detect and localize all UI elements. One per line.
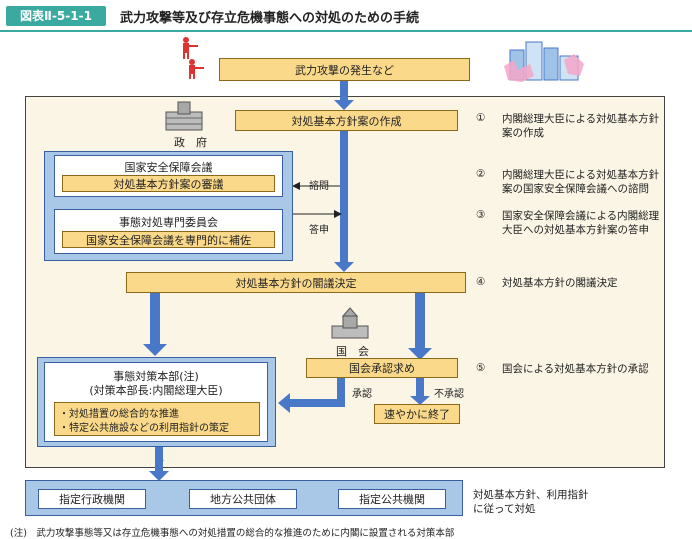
government-building-icon xyxy=(165,101,203,131)
step-1-text: 内閣総理大臣による対処基本方針 案の作成 xyxy=(502,112,676,140)
damaged-city-icon xyxy=(504,41,584,82)
cabinet-decision-label: 対処基本方針の閣議決定 xyxy=(235,276,357,290)
step-1: ① 内閣総理大臣による対処基本方針 案の作成 xyxy=(476,112,676,140)
hq-task-2: ・特定公共施設などの利用指針の策定 xyxy=(59,423,229,434)
terminate-label: 速やかに終了 xyxy=(384,408,450,421)
hq-task-box xyxy=(54,402,260,436)
hq-task-1: ・対処措置の総合的な推進 xyxy=(59,409,179,420)
diet-label: 国 会 xyxy=(336,345,369,358)
figure-tag: 図表Ⅱ-5-1-1 xyxy=(6,6,106,26)
step-5: ⑤ 国会による対処基本方針の承認 xyxy=(476,362,676,376)
org-designated-public: 指定公共機関 xyxy=(338,489,446,509)
occurrence-label: 武力攻撃の発生など xyxy=(295,63,394,77)
step-5-line1: 国会による対処基本方針の承認 xyxy=(502,363,649,375)
arrow-consult xyxy=(292,182,340,190)
nsc-title: 国家安全保障会議 xyxy=(124,161,213,174)
cabinet-decision-box: 対処基本方針の閣議決定 xyxy=(126,272,466,293)
nsc-task-box: 対処基本方針案の審議 xyxy=(62,175,275,192)
government-label: 政 府 xyxy=(174,136,207,149)
step-2-text: 内閣総理大臣による対処基本方針 案の国家安全保障会議への諮問 xyxy=(502,168,676,196)
arrow-approve-to-hq xyxy=(278,376,345,413)
consult-label: 諮問 xyxy=(309,181,329,192)
expert-title: 事態対処専門委員会 xyxy=(119,216,218,229)
report-label: 答申 xyxy=(309,225,329,236)
step-3: ③ 国家安全保障会議による内閣総理 大臣への対処基本方針案の答申 xyxy=(476,209,676,237)
step-2-line2: 案の国家安全保障会議への諮問 xyxy=(502,183,649,195)
step-4-text: 対処基本方針の閣議決定 xyxy=(502,276,676,290)
expert-task-box: 国家安全保障会議を専門的に補佐 xyxy=(62,231,275,248)
disapprove-label: 不承認 xyxy=(434,389,464,400)
step-4: ④ 対処基本方針の閣議決定 xyxy=(476,276,676,290)
diet-building-icon xyxy=(331,307,369,339)
step-3-line2: 大臣への対処基本方針案の答申 xyxy=(502,224,649,236)
step-1-line2: 案の作成 xyxy=(502,127,544,139)
org-local-government: 地方公共団体 xyxy=(189,489,297,509)
step-5-text: 国会による対処基本方針の承認 xyxy=(502,362,676,376)
attack-soldiers-icon xyxy=(183,37,204,79)
step-1-line1: 内閣総理大臣による対処基本方針 xyxy=(502,113,660,125)
arrow-hq-to-orgs xyxy=(149,446,169,481)
approve-label: 承認 xyxy=(352,389,372,400)
step-2-num: ② xyxy=(476,168,486,180)
arrow-draft-to-cabinet xyxy=(334,131,354,272)
org-designated-admin: 指定行政機関 xyxy=(38,489,146,509)
hq-title: 事態対策本部(注) xyxy=(113,370,199,383)
nsc-task-label: 対処基本方針案の審議 xyxy=(113,177,224,191)
title-rule xyxy=(0,30,692,32)
draft-plan-box: 対処基本方針案の作成 xyxy=(235,110,458,131)
org-label-0: 指定行政機関 xyxy=(59,493,125,506)
figure-title: 武力攻撃等及び存立危機事態への対処のための手続 xyxy=(120,11,420,26)
diet-request-box: 国会承認求め xyxy=(306,358,458,378)
arrow-cabinet-to-diet xyxy=(408,292,432,360)
arrow-cabinet-to-hq xyxy=(143,292,167,356)
step-4-line1: 対処基本方針の閣議決定 xyxy=(502,277,618,289)
arrow-occurrence-to-draft xyxy=(334,81,354,110)
orgs-note-line1: 対処基本方針、利用指針 xyxy=(473,489,589,501)
draft-plan-label: 対処基本方針案の作成 xyxy=(291,114,402,128)
org-label-2: 指定公共機関 xyxy=(359,493,425,506)
step-1-num: ① xyxy=(476,112,486,124)
hq-subtitle: (対策本部長:内閣総理大臣) xyxy=(89,384,223,397)
step-3-line1: 国家安全保障会議による内閣総理 xyxy=(502,210,660,222)
arrow-disapprove-to-terminate xyxy=(410,376,430,405)
orgs-note-line2: に従って対処 xyxy=(473,503,536,515)
arrow-report xyxy=(293,210,342,218)
footnote: (注) 武力攻撃事態等又は存立危機事態への対処措置の総合的な推進のために内閣に設… xyxy=(10,528,455,539)
step-3-num: ③ xyxy=(476,209,486,221)
expert-task-label: 国家安全保障会議を専門的に補佐 xyxy=(86,233,251,247)
step-2: ② 内閣総理大臣による対処基本方針 案の国家安全保障会議への諮問 xyxy=(476,168,676,196)
step-5-num: ⑤ xyxy=(476,362,486,374)
step-2-line1: 内閣総理大臣による対処基本方針 xyxy=(502,169,660,181)
terminate-box: 速やかに終了 xyxy=(374,404,460,424)
step-3-text: 国家安全保障会議による内閣総理 大臣への対処基本方針案の答申 xyxy=(502,209,676,237)
orgs-note: 対処基本方針、利用指針 に従って対処 xyxy=(473,488,589,516)
diet-request-label: 国会承認求め xyxy=(349,362,415,375)
occurrence-box: 武力攻撃の発生など xyxy=(219,58,470,81)
org-label-1: 地方公共団体 xyxy=(210,493,276,506)
step-4-num: ④ xyxy=(476,276,486,288)
